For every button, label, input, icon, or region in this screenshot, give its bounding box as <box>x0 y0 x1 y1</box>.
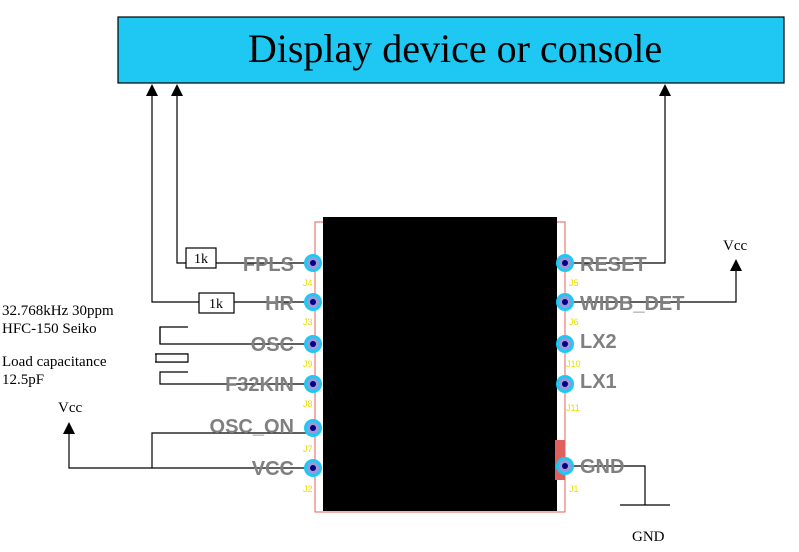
arrows <box>63 84 742 434</box>
pin-number: J4 <box>303 278 313 288</box>
pin-label: OSC <box>251 334 294 356</box>
pin-number: J5 <box>569 278 579 288</box>
pin-number: J8 <box>303 399 313 409</box>
pin-reset: RESET J5 <box>556 254 647 288</box>
pin-number: J11 <box>566 403 580 413</box>
pin-lx2: LX2 J10 <box>556 331 617 369</box>
pin-number: J7 <box>303 444 313 454</box>
gnd-label: GND <box>632 529 665 545</box>
chip-body <box>323 217 557 511</box>
pin-label: LX1 <box>580 371 617 393</box>
arrow-up-icon <box>659 84 671 96</box>
pin-label: WIDB_DET <box>580 293 684 315</box>
crystal-line-1: 32.768kHz 30ppm <box>2 303 114 319</box>
pin-lx1: LX1 J11 <box>556 371 617 413</box>
resistor-2-label: 1k <box>209 297 223 312</box>
arrow-up-icon <box>146 84 158 96</box>
pin-label: HR <box>265 293 294 315</box>
arrow-up-icon <box>171 84 183 96</box>
pin-osc-on: OSC_ON J7 <box>210 416 322 454</box>
crystal-body <box>155 353 189 363</box>
pin-label: OSC_ON <box>210 416 294 438</box>
pin-label: VCC <box>252 458 294 480</box>
crystal-line-4: 12.5pF <box>2 372 44 388</box>
pin-label: RESET <box>580 254 647 276</box>
pin-number: J9 <box>303 359 313 369</box>
pin-number: J2 <box>303 484 313 494</box>
resistor-1-label: 1k <box>194 252 208 267</box>
vcc-arrow-left-icon <box>63 422 75 434</box>
pin-vcc: VCC J2 <box>252 458 322 494</box>
display-box <box>117 16 785 84</box>
pin-label: LX2 <box>580 331 617 353</box>
left-pins: FPLS J4 HR J3 OSC J9 F32KIN J8 OSC_ON J7… <box>210 254 322 494</box>
pin-number: J1 <box>569 484 579 494</box>
resistor-1 <box>185 247 217 269</box>
pin-number: J10 <box>566 359 581 369</box>
crystal-line-2: HFC-150 Seiko <box>2 321 97 337</box>
display-label: Display device or console <box>248 26 662 71</box>
pin-label: GND <box>580 456 624 478</box>
pin-number: J6 <box>569 317 579 327</box>
pin-widb-det: WIDB_DET J6 <box>556 293 684 327</box>
pin-hr: HR J3 <box>265 293 322 327</box>
wires <box>68 87 737 506</box>
right-pins: RESET J5 WIDB_DET J6 LX2 J10 LX1 J11 GND… <box>556 254 684 494</box>
vcc-arrow-right-icon <box>730 259 742 271</box>
pin-osc: OSC J9 <box>251 334 322 369</box>
resistor-2 <box>198 292 235 314</box>
crystal-line-3: Load capacitance <box>2 354 107 370</box>
vcc-right-label: Vcc <box>723 238 747 254</box>
pin-f32kin: F32KIN J8 <box>225 374 322 409</box>
pin-number: J3 <box>303 317 313 327</box>
pin-fpls: FPLS J4 <box>243 254 322 288</box>
pin-label: FPLS <box>243 254 294 276</box>
pin-label: F32KIN <box>225 374 294 396</box>
pin-gnd: GND J1 <box>556 456 624 494</box>
vcc-left-label: Vcc <box>58 400 82 416</box>
